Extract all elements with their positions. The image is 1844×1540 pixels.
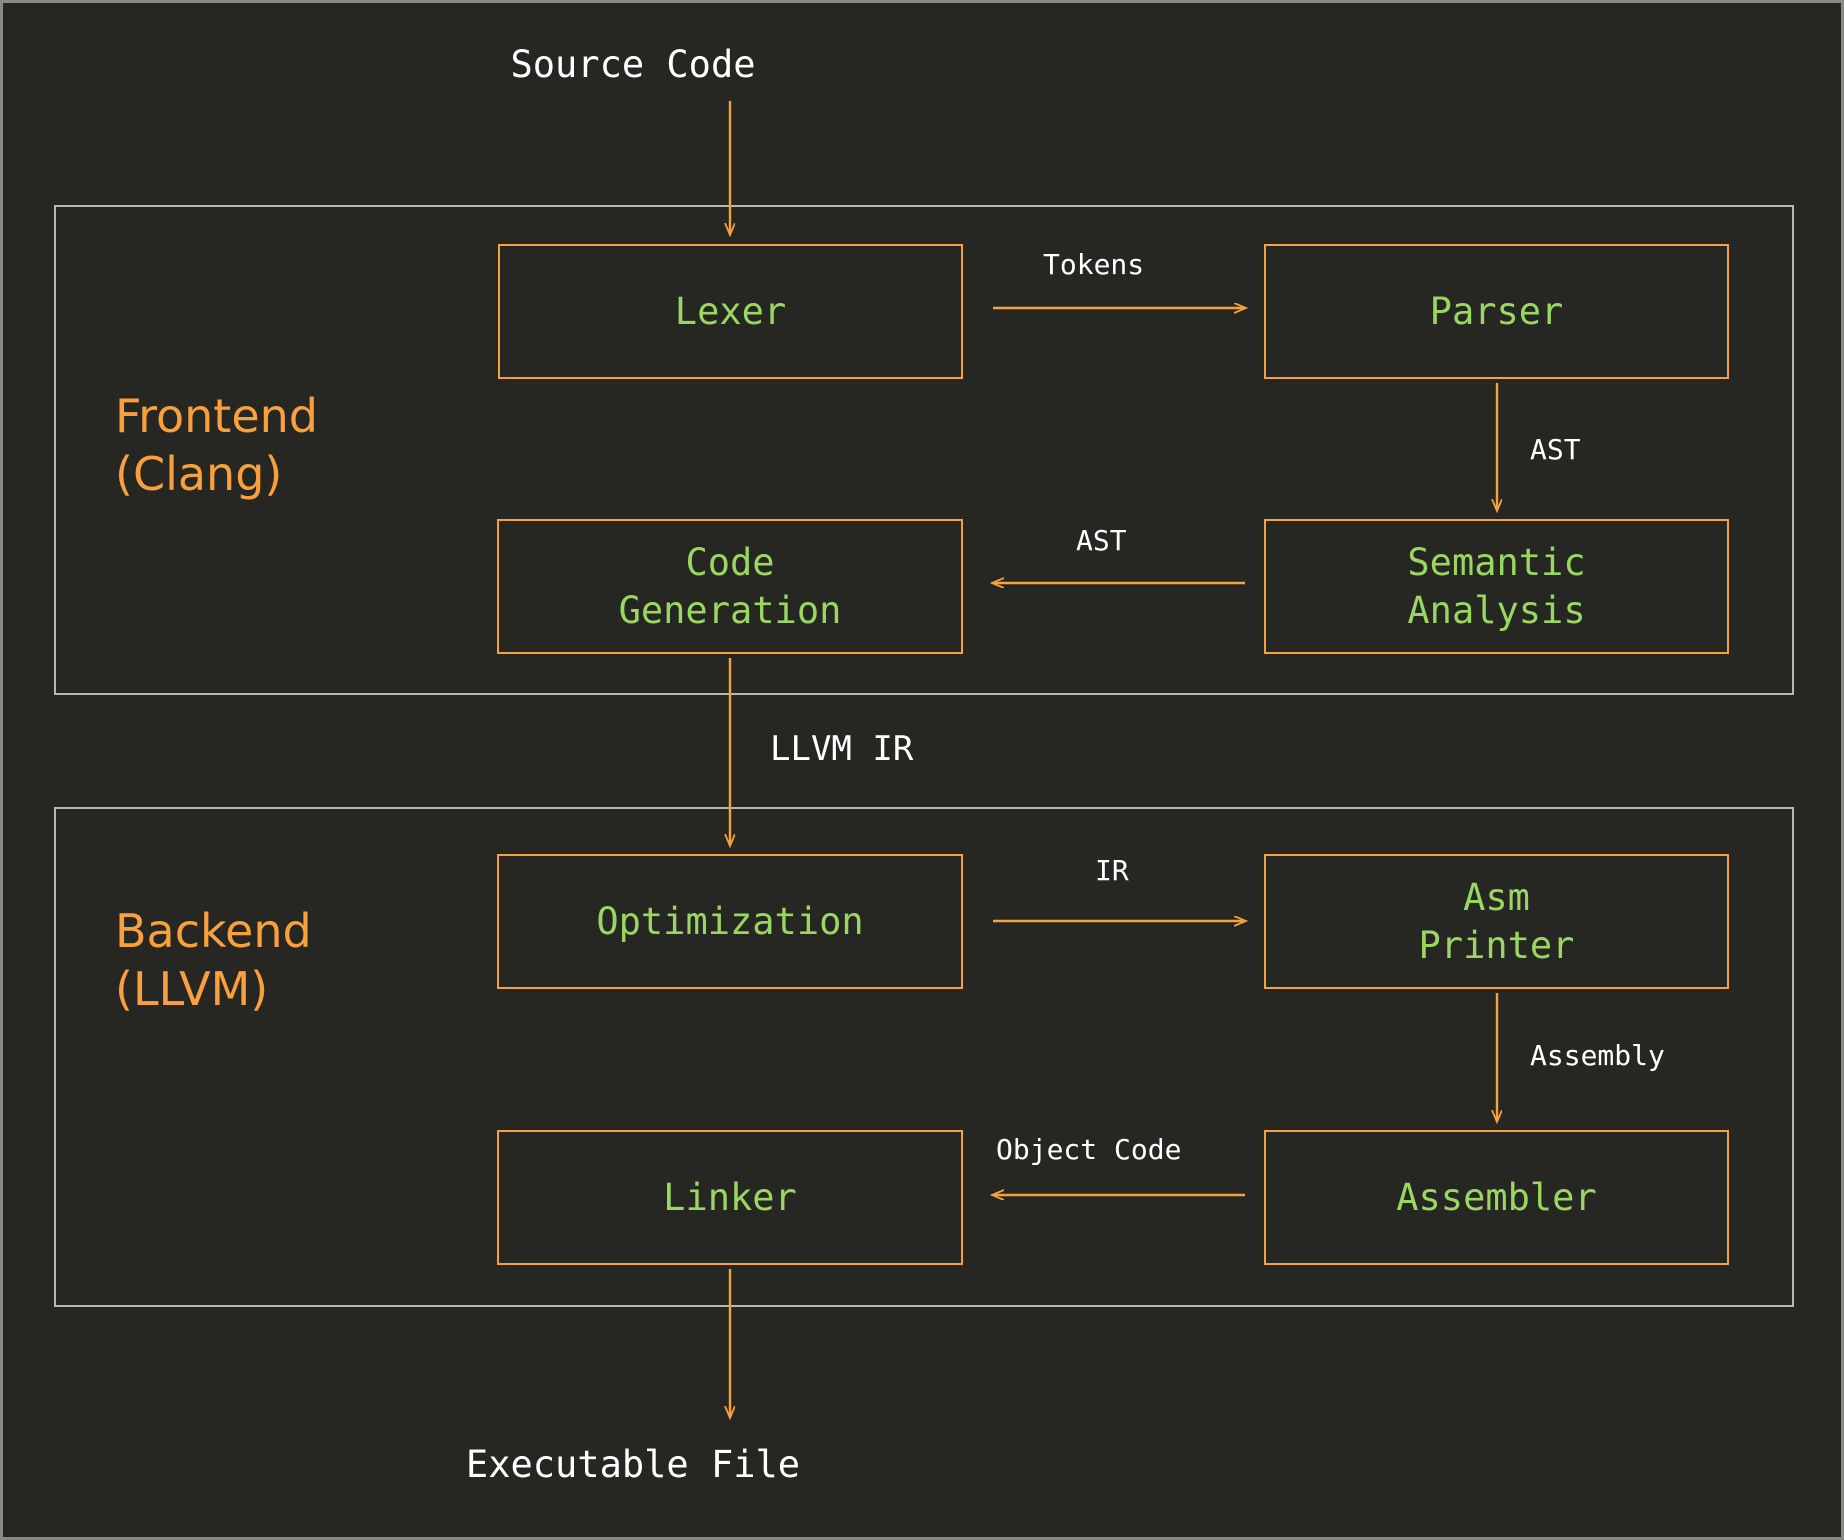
node-linker-label: Linker [663, 1175, 797, 1219]
output-executable-file-label: Executable File [465, 1443, 801, 1486]
node-linker[interactable]: Linker [497, 1130, 963, 1265]
node-parser-label: Parser [1429, 289, 1564, 333]
frontend-group-box [54, 205, 1794, 695]
node-assembler-label: Assembler [1396, 1175, 1597, 1219]
frontend-group-label: Frontend (Clang) [115, 389, 319, 501]
backend-group-label: Backend (LLVM) [115, 904, 312, 1016]
node-asm-printer-label: Asm Printer [1418, 876, 1575, 967]
edge-label-tokens: Tokens [1043, 248, 1145, 281]
edge-label-ast-semantic-codegen: AST [1076, 524, 1127, 557]
node-optimization[interactable]: Optimization [497, 854, 963, 989]
input-source-code-label: Source Code [510, 43, 756, 86]
node-parser[interactable]: Parser [1264, 244, 1729, 379]
node-lexer[interactable]: Lexer [498, 244, 963, 379]
node-code-generation-label: Code Generation [618, 541, 842, 632]
edge-label-llvm-ir: LLVM IR [770, 729, 914, 769]
node-code-generation[interactable]: Code Generation [497, 519, 963, 654]
backend-group-box [54, 807, 1794, 1307]
node-assembler[interactable]: Assembler [1264, 1130, 1729, 1265]
node-optimization-label: Optimization [596, 899, 864, 943]
node-lexer-label: Lexer [674, 289, 787, 333]
edge-label-ir: IR [1095, 854, 1129, 887]
edge-label-assembly: Assembly [1530, 1039, 1665, 1072]
node-semantic-analysis-label: Semantic Analysis [1407, 541, 1586, 632]
node-semantic-analysis[interactable]: Semantic Analysis [1264, 519, 1729, 654]
edge-label-ast-parser-semantic: AST [1530, 433, 1581, 466]
node-asm-printer[interactable]: Asm Printer [1264, 854, 1729, 989]
edge-label-object-code: Object Code [996, 1133, 1182, 1166]
